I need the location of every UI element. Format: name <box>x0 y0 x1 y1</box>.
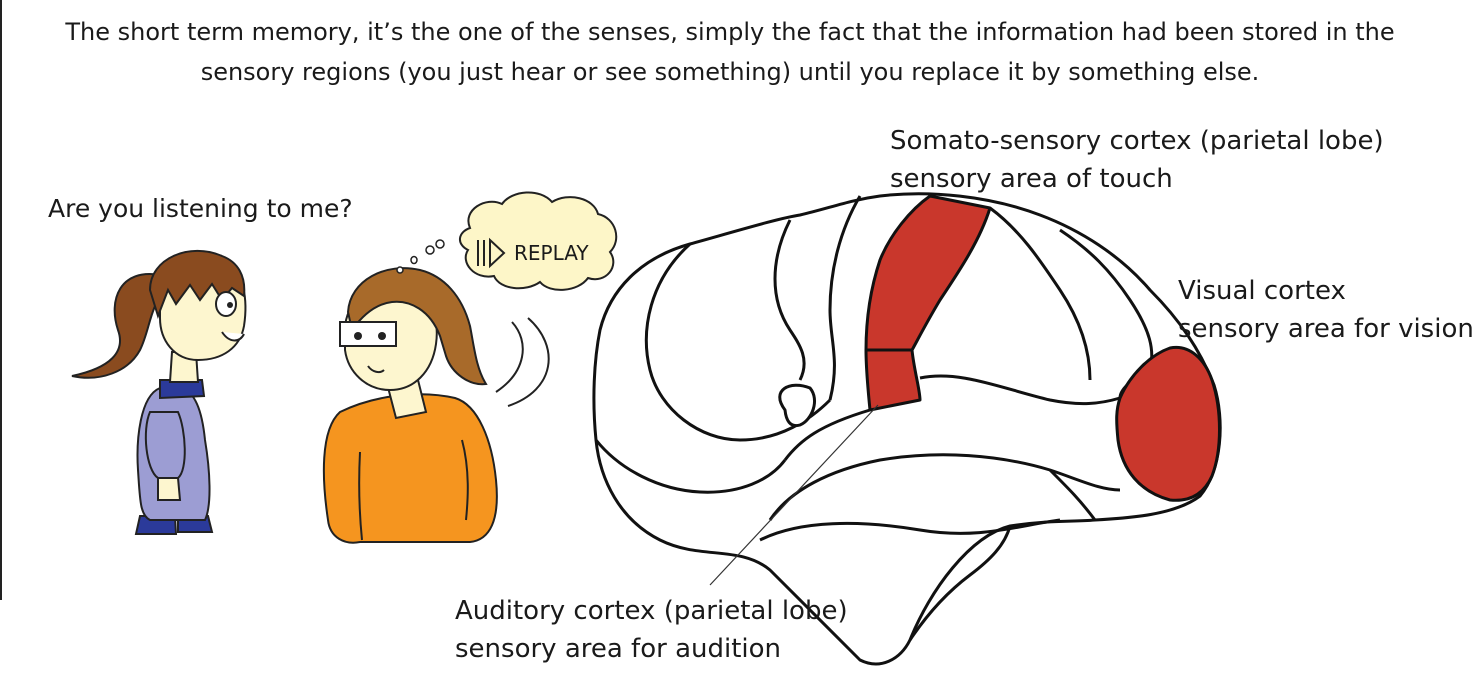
boy-eyes <box>340 322 396 346</box>
somatosensory-title: Somato-sensory cortex (parietal lobe) <box>890 126 1384 156</box>
girl-figure <box>72 251 245 534</box>
sound-waves-icon <box>496 318 549 406</box>
girl-eye <box>216 292 236 316</box>
visual-cortex-title: Visual cortex <box>1178 276 1346 306</box>
somatosensory-subtitle: sensory area of touch <box>890 164 1173 194</box>
replay-label: REPLAY <box>514 241 589 265</box>
girl-arm <box>146 412 185 478</box>
auditory-cortex-subtitle: sensory area for audition <box>455 634 781 664</box>
girl-hand <box>158 478 180 500</box>
auditory-cortex-title: Auditory cortex (parietal lobe) <box>455 596 848 626</box>
somatosensory-cortex-lower <box>866 350 920 410</box>
visual-cortex-subtitle: sensory area for vision <box>1178 314 1474 344</box>
boy-figure <box>324 268 497 543</box>
boy-shirt <box>324 394 497 542</box>
brain-diagram <box>594 194 1220 664</box>
thought-bubble: REPLAY <box>460 192 616 289</box>
